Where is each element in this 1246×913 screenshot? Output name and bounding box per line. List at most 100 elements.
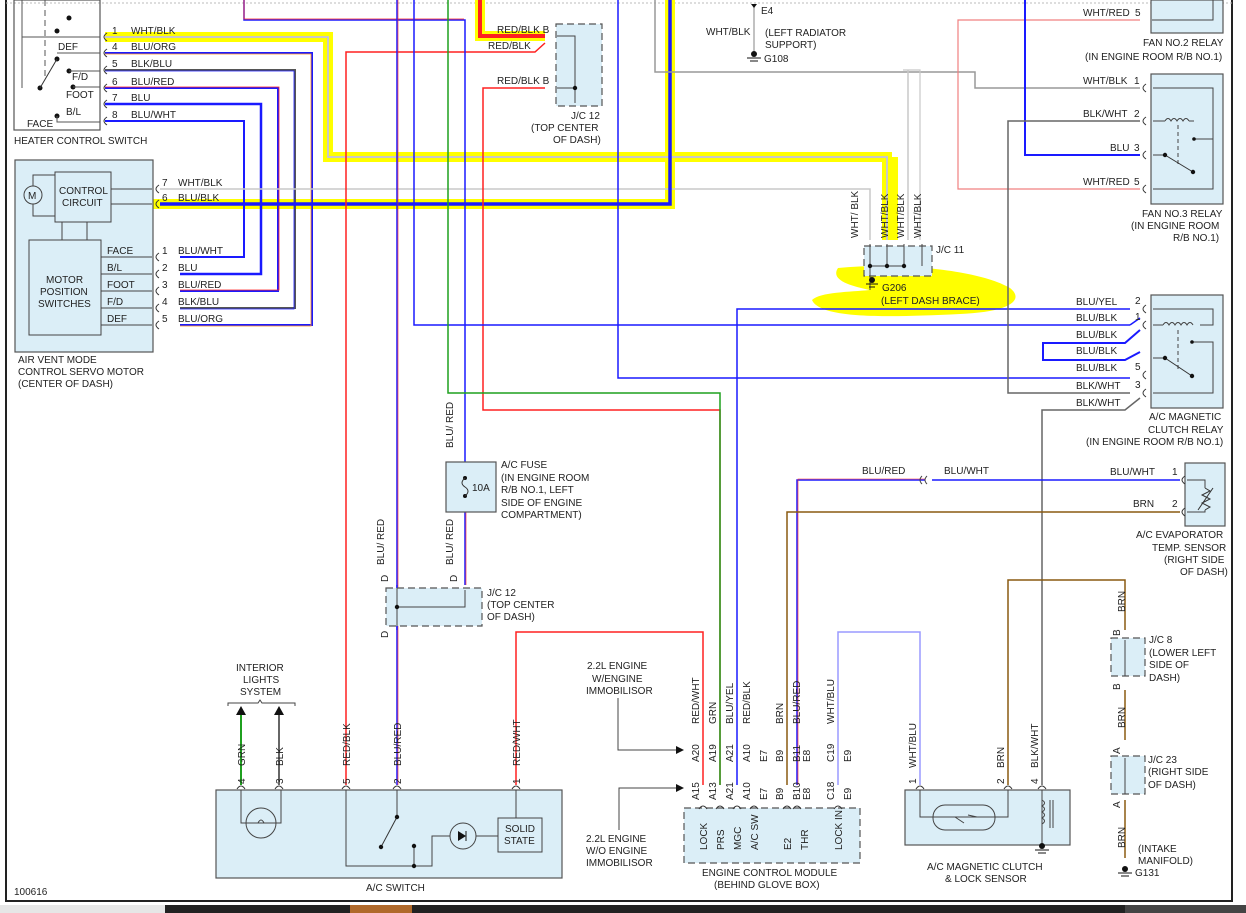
ecm-function-label: PRS: [716, 829, 727, 850]
ecm-pin-without: B9: [775, 787, 786, 800]
jc11-wire-4: WHT/BLK: [913, 193, 924, 238]
ac-fuse: 10A BLU/ RED BLU/ RED A/C FUSE (IN ENGIN…: [445, 402, 589, 565]
connector-icon: [833, 805, 843, 810]
led-diode: [458, 831, 466, 841]
contact-dot: [1162, 355, 1168, 361]
ecm-function-label: LOCK IN: [834, 810, 845, 850]
ecm-wire-label: BLU/YEL: [725, 682, 736, 724]
wire-blu-red-fuse-tracer: [243, 0, 464, 20]
servo-pin-wire: BLU/BLK: [178, 193, 219, 204]
switches-label-2: POSITION: [40, 287, 88, 298]
connector-icon: [155, 184, 160, 194]
g131-location-1: (INTAKE: [1138, 844, 1177, 855]
connector-icon: [915, 785, 925, 790]
fan3-label-3: R/B NO.1): [1173, 233, 1219, 244]
g108-connector: E4: [761, 6, 774, 17]
sensor-internal: [919, 790, 1009, 818]
acswitch-pin-number: 2: [393, 778, 404, 784]
connector-icon: [155, 286, 160, 296]
splice-dot: [867, 263, 873, 269]
jc12-mid-pin: D: [380, 575, 391, 582]
fan3-pin-number: 5: [1134, 177, 1140, 188]
acswitch-pin-number: 4: [237, 778, 248, 784]
ecm-pin-with: A10: [742, 744, 753, 762]
arrow-right-icon: [676, 784, 684, 792]
connector-icon: [103, 116, 108, 126]
fan3-pin-wire: WHT/RED: [1083, 177, 1130, 188]
clutch-relay-pin-wire: BLU/BLK: [1076, 346, 1117, 357]
fan2-pin-number: 5: [1135, 8, 1141, 19]
connector-icon: [1142, 320, 1147, 330]
heater-pin-wire: BLU: [131, 93, 150, 104]
ground-icon: [751, 51, 757, 57]
clutch-relay-line: [1153, 308, 1214, 326]
connector-icon: [1142, 370, 1147, 380]
heater-pin-number: 7: [112, 93, 118, 104]
lamp-filament: [257, 819, 265, 824]
ecm-label-1: ENGINE CONTROL MODULE: [702, 868, 838, 879]
ecm-note-without-3: IMMOBILISOR: [586, 858, 653, 869]
inline-connector-icon: [919, 475, 928, 485]
ground-g108: E4 WHT/BLK (LEFT RADIATOR SUPPORT) G108: [706, 4, 846, 65]
contact-dot: [66, 15, 72, 21]
solid-state-box: [497, 817, 543, 853]
wire-red-blk-b-top: [478, 0, 545, 38]
control-circuit-label-1: CONTROL: [59, 186, 108, 197]
servo-pin-number: 5: [162, 314, 168, 325]
heater-pos-def: DEF: [58, 42, 78, 53]
solid-state-label-2: STATE: [504, 836, 535, 847]
arrow-up-icon: [274, 706, 284, 715]
fuse-rating: 10A: [472, 483, 490, 494]
fuse-wire-out: BLU/ RED: [445, 519, 456, 565]
engine-control-module: 2.2L ENGINE W/ENGINE IMMOBILISOR 2.2L EN…: [586, 661, 861, 891]
clutch-relay-line: [1153, 341, 1214, 394]
reed-switch-contacts: [954, 814, 978, 824]
ecm-pin-without: E7: [759, 787, 770, 800]
evap-splice-wire-2: BLU/WHT: [944, 466, 989, 477]
connector-icon: [103, 32, 108, 42]
jc23-pin-bottom: A: [1112, 801, 1123, 808]
thermistor-icon: [1200, 487, 1212, 511]
motor-symbol: M: [28, 191, 36, 202]
heater-switch-label: HEATER CONTROL SWITCH: [14, 136, 147, 147]
clutch-relay-pin-wire: BLU/BLK: [1076, 363, 1117, 374]
jc23-pin-top: A: [1112, 747, 1123, 754]
ecm-wire-label: RED/WHT: [691, 677, 702, 724]
jc11-box: [863, 245, 933, 277]
contact-dot: [411, 843, 417, 849]
fan3-pin-wire: BLK/WHT: [1083, 109, 1127, 120]
acswitch-pin-wire: BLK: [275, 747, 286, 766]
contact-dot: [411, 863, 417, 869]
heater-pin-number: 6: [112, 77, 118, 88]
switch-arm: [39, 58, 58, 89]
face-line: [56, 116, 100, 123]
jc12-mid-pin: D: [449, 575, 460, 582]
fan3-pin-wire: BLU: [1110, 143, 1129, 154]
heater-pin-number: 4: [112, 42, 118, 53]
jc12-wire-3: RED/BLK B: [497, 76, 550, 87]
switch-internal: [345, 790, 450, 867]
contact-dot: [1190, 169, 1196, 175]
jc23-box: [1110, 755, 1146, 795]
clutch-sensor-label-2: & LOCK SENSOR: [945, 874, 1027, 885]
chain-wire-2: BRN: [1117, 707, 1128, 728]
clutch-relay-pin-number: 2: [1135, 296, 1141, 307]
fuse-icon: [461, 477, 469, 497]
servo-position-label: DEF: [107, 314, 127, 325]
bottom-toolbar-strip: [0, 905, 1246, 913]
ground-icon: [1122, 866, 1128, 872]
acswitch-pin-wire: RED/BLK: [342, 723, 353, 766]
ecm-pin-without: C18: [826, 781, 837, 800]
jc12-mid-label-2: (TOP CENTER: [487, 600, 554, 611]
ecm-wire-label: WHT/BLU: [826, 679, 837, 724]
servo-position-label: F/D: [107, 297, 123, 308]
heater-pin-number: 5: [112, 59, 118, 70]
fuse-label-5: COMPARTMENT): [501, 510, 582, 521]
arrow-up-icon: [236, 706, 246, 715]
toolbar-segment-active[interactable]: [350, 905, 412, 913]
connector-icon: [1142, 184, 1147, 194]
jc8-label-2: (LOWER LEFT: [1149, 648, 1216, 659]
jc11-label: J/C 11: [936, 245, 965, 256]
control-circuit-box: [54, 171, 112, 223]
connector-icon: [1142, 150, 1147, 160]
